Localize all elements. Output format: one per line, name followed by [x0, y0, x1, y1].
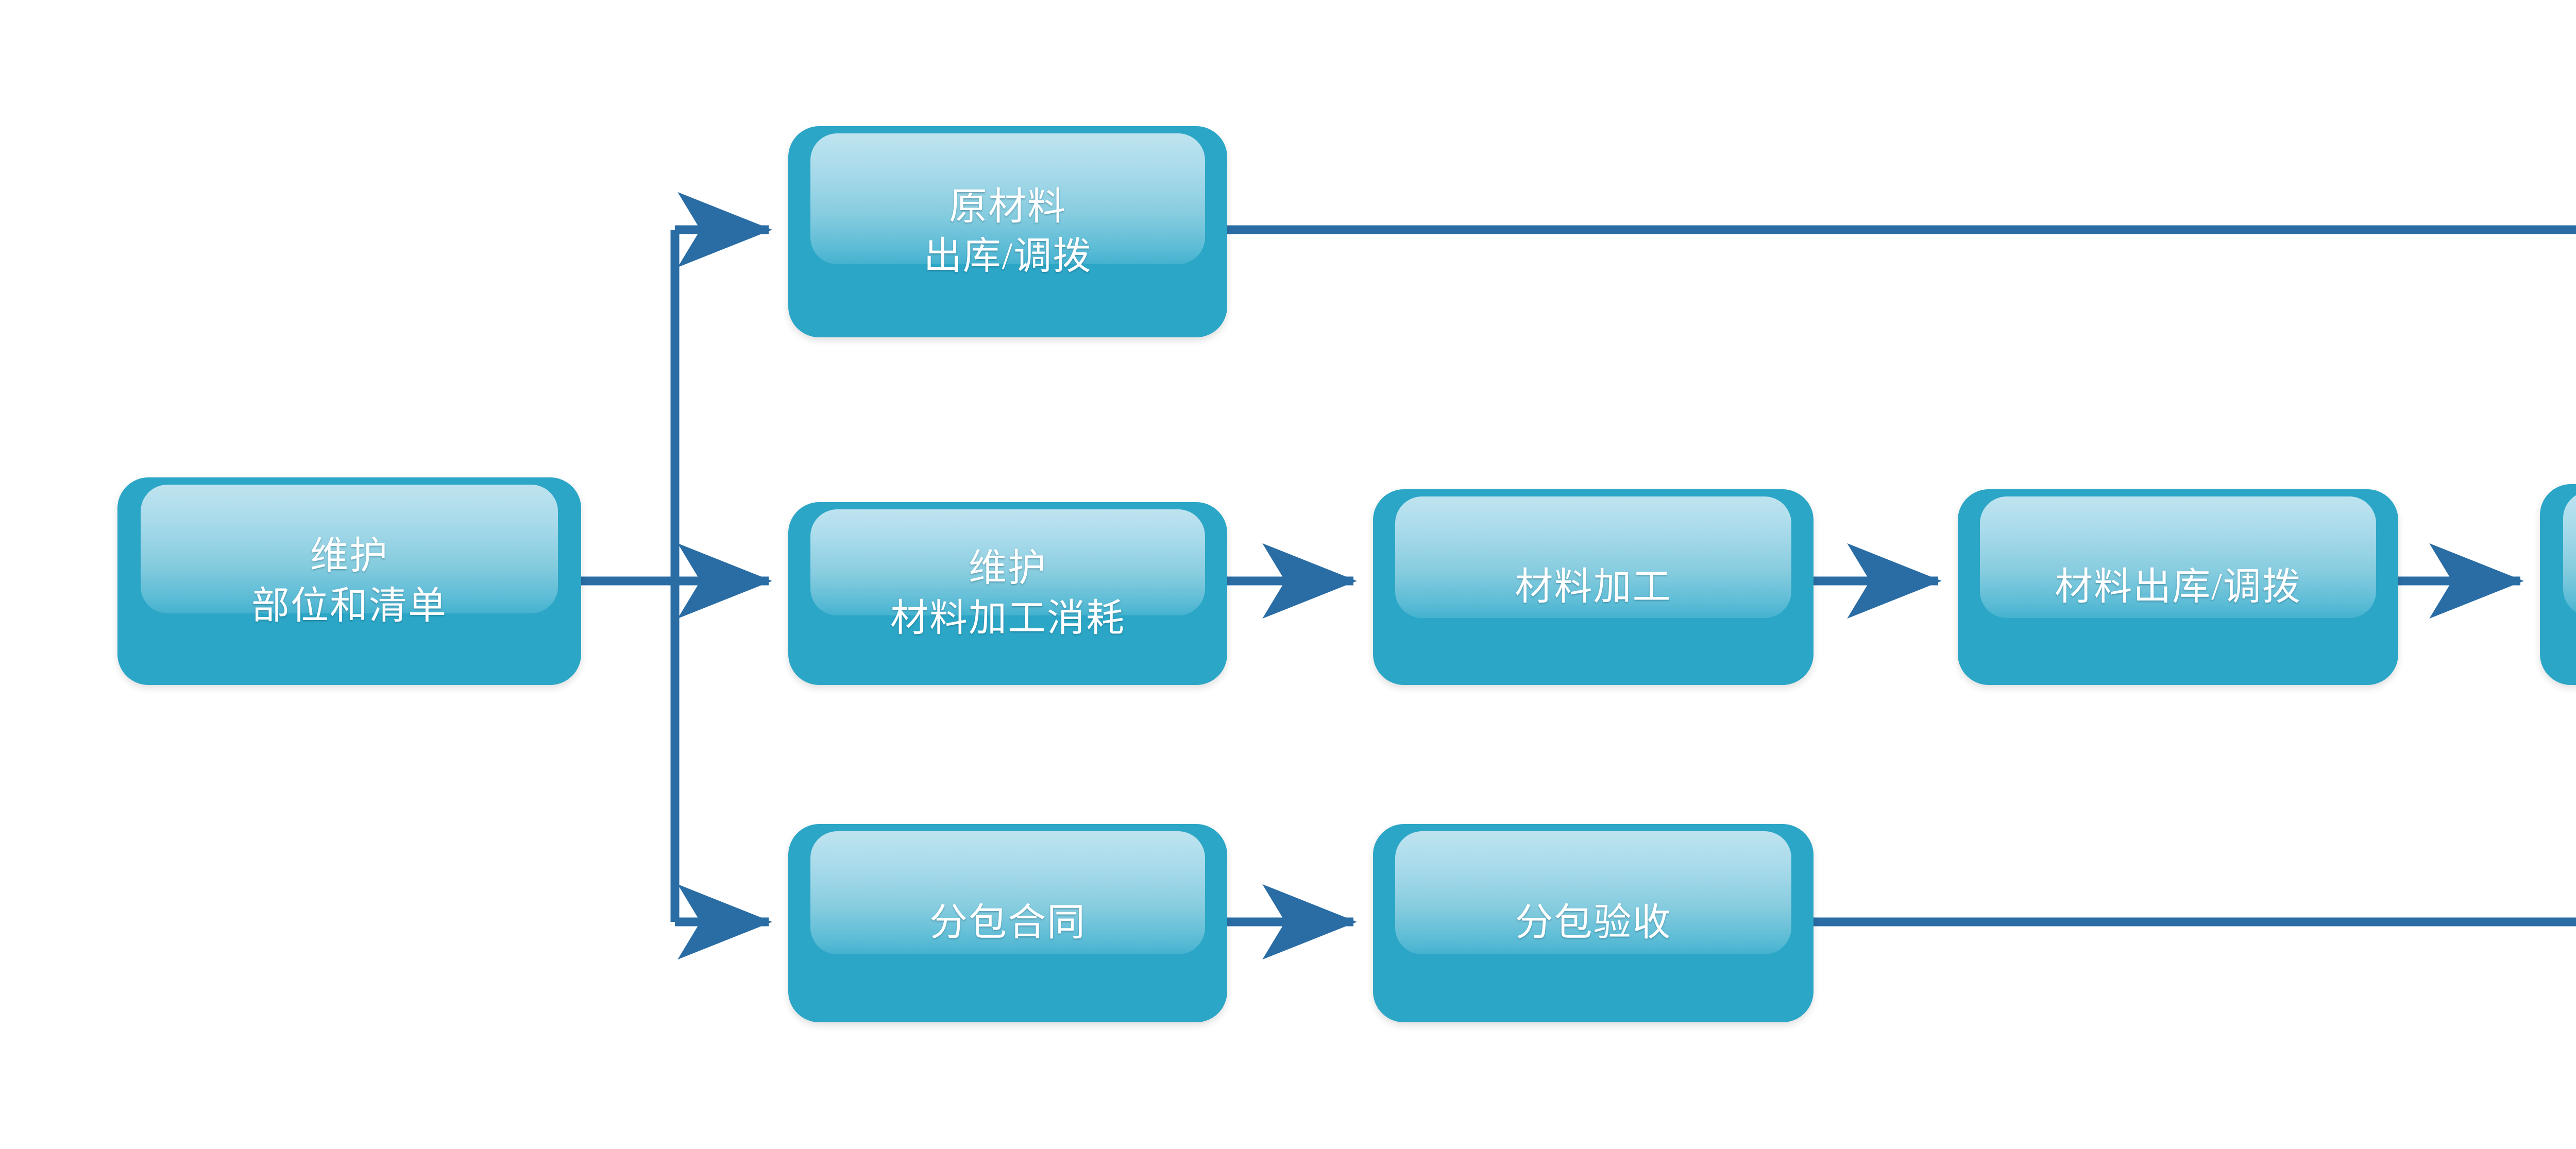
node-fenbao-yanshou[interactable]: 分包验收 — [1373, 824, 1814, 1022]
node-cailiao-chuku-diaobo[interactable]: 材料出库/调拨 — [1958, 489, 2398, 685]
connector-raw-material-to-progress — [1227, 225, 2576, 234]
node-label: 分包验收 — [1515, 902, 1672, 945]
node-yuancailiao-chuku-diaobo[interactable]: 原材料 出库/调拨 — [788, 126, 1227, 337]
node-label: 分包合同 — [929, 902, 1086, 945]
node-label: 原材料 出库/调拨 — [923, 185, 1092, 278]
connector-acceptance-to-progress — [1814, 917, 2576, 927]
node-label: 材料加工 — [1515, 565, 1672, 608]
node-label: 工程进度分析 — [2540, 484, 2576, 685]
node-label: 材料出库/调拨 — [2055, 565, 2301, 608]
node-weihu-cailiao-jiagong-xiaohao[interactable]: 维护 材料加工消耗 — [788, 502, 1227, 685]
node-cailiao-jiagong[interactable]: 材料加工 — [1373, 489, 1814, 685]
node-weihu-buwei-qingdan[interactable]: 维护 部位和清单 — [117, 477, 581, 685]
node-label: 维护 部位和清单 — [251, 535, 447, 627]
node-label: 维护 材料加工消耗 — [890, 547, 1125, 640]
node-gongcheng-jindu-fenxi[interactable]: 工程进度分析 — [2540, 484, 2576, 685]
node-fenbao-hetong[interactable]: 分包合同 — [788, 824, 1227, 1022]
